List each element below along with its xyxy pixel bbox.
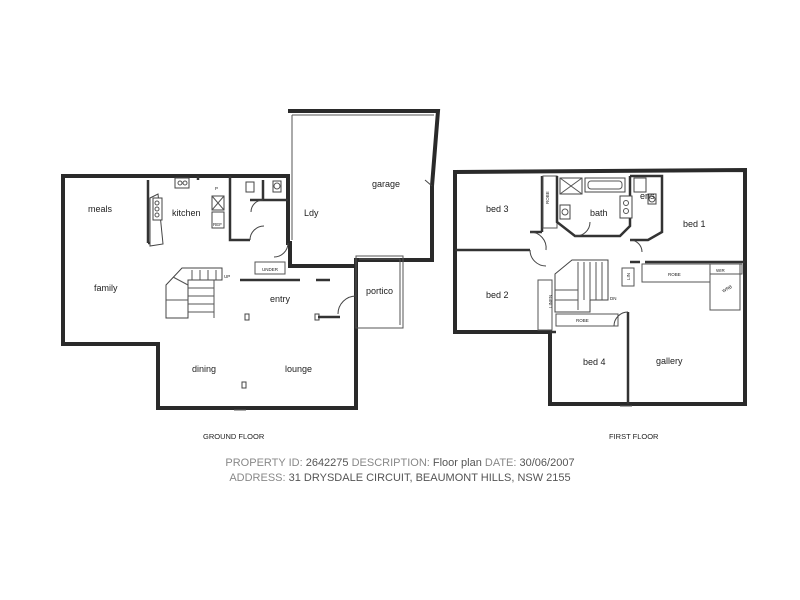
address-value: 31 DRYSDALE CIRCUIT, BEAUMONT HILLS, NSW… <box>288 472 571 484</box>
ground-floor-outer-wall <box>61 174 358 410</box>
robe-label-bed1: ROBE <box>668 272 681 277</box>
ensuite-vanity <box>619 195 633 219</box>
date-label: DATE: <box>484 457 517 469</box>
room-label-lounge: lounge <box>285 364 312 374</box>
room-label-bed1: bed 1 <box>683 219 706 229</box>
upper-stair <box>554 259 609 313</box>
bed2-robe-label: LINEN <box>548 295 553 308</box>
first-floor-outer-wall <box>453 167 747 406</box>
ground-floor-title: GROUND FLOOR <box>203 432 265 441</box>
robe-label-bed4: ROBE <box>576 318 589 323</box>
room-label-gallery: gallery <box>656 356 683 366</box>
stair-up-label: UP <box>224 274 230 279</box>
linen-label: LIN <box>626 273 631 280</box>
room-label-dining: dining <box>192 364 216 374</box>
bath-tub <box>584 177 626 193</box>
robe-label-bed3: ROBE <box>545 191 550 204</box>
address-label: ADDRESS: <box>229 472 286 484</box>
fridge-space <box>211 211 225 229</box>
description-label: DESCRIPTION: <box>351 457 430 469</box>
under-stair-label: UNDER <box>262 267 279 272</box>
first-floor-title: FIRST FLOOR <box>609 432 659 441</box>
first-floor-plan <box>453 167 747 407</box>
caption-line-1: PROPERTY ID: 2642275 DESCRIPTION: Floor … <box>0 457 800 469</box>
room-label-bed3: bed 3 <box>486 204 509 214</box>
wardrobe-label: WRB <box>721 284 733 294</box>
room-label-meals: meals <box>88 204 113 214</box>
ground-floor-plan <box>61 109 441 411</box>
description-value: Floor plan <box>432 457 482 469</box>
property-id-value: 2642275 <box>305 457 349 469</box>
room-label-garage: garage <box>372 179 400 189</box>
caption-line-2: ADDRESS: 31 DRYSDALE CIRCUIT, BEAUMONT H… <box>0 472 800 484</box>
room-label-bed4: bed 4 <box>583 357 606 367</box>
wir-label: WIR <box>716 268 725 273</box>
property-id-label: PROPERTY ID: <box>225 457 303 469</box>
room-label-ldy: Ldy <box>304 208 319 218</box>
toilet <box>272 180 282 193</box>
room-label-ens: ens <box>640 191 655 201</box>
stair-down-label: DN <box>610 296 617 301</box>
ensuite-shower <box>633 177 647 193</box>
room-label-portico: portico <box>366 286 393 296</box>
under-stair-cupboard <box>254 261 286 275</box>
garage-wall <box>288 109 441 266</box>
cooktop <box>152 197 163 221</box>
room-label-kitchen: kitchen <box>172 208 201 218</box>
room-label-bed2: bed 2 <box>486 290 509 300</box>
fridge-label: REF <box>213 222 222 227</box>
room-label-family: family <box>94 283 118 293</box>
pantry-label: P <box>215 186 218 191</box>
room-label-entry: entry <box>270 294 291 304</box>
portico-outline <box>355 255 404 329</box>
room-label-bath: bath <box>590 208 608 218</box>
date-value: 30/06/2007 <box>519 457 575 469</box>
laundry-tub <box>245 181 255 193</box>
